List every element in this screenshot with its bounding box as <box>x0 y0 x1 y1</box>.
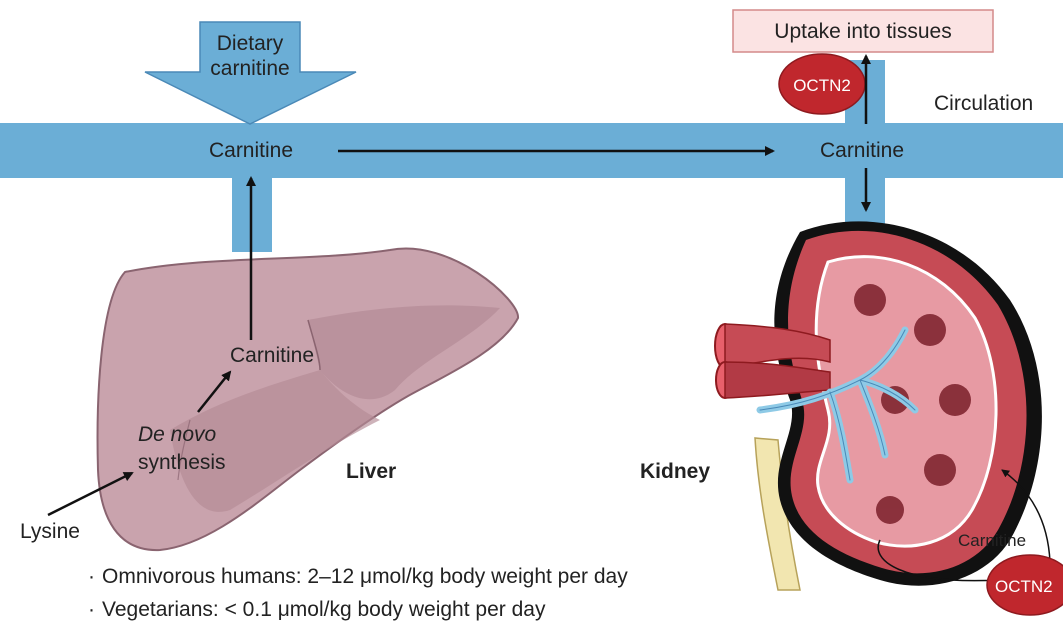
uptake-label: Uptake into tissues <box>774 20 951 43</box>
kidney-carnitine-label: Carnitine <box>958 531 1026 550</box>
de-novo-label: De novo <box>138 423 217 446</box>
note-vegetarians-text: Vegetarians: < 0.1 μmol/kg body weight p… <box>102 598 545 621</box>
liver-illustration <box>98 248 518 550</box>
octn2-bottom-label: OCTN2 <box>995 577 1053 596</box>
bullet-icon: · <box>88 593 102 626</box>
note-omnivorous: ·Omnivorous humans: 2–12 μmol/kg body we… <box>88 560 628 593</box>
kidney-label: Kidney <box>640 460 710 483</box>
circulation-label: Circulation <box>934 92 1033 115</box>
dietary-label-line1: Dietary <box>217 32 284 55</box>
lysine-label: Lysine <box>20 520 80 543</box>
dietary-label-line2: carnitine <box>210 57 289 80</box>
synthesis-label: synthesis <box>138 451 226 474</box>
octn2-top-label: OCTN2 <box>793 76 851 95</box>
bullet-icon: · <box>88 560 102 593</box>
liver-carnitine-label: Carnitine <box>230 344 314 367</box>
carnitine-left-label: Carnitine <box>209 139 293 162</box>
note-vegetarians: ·Vegetarians: < 0.1 μmol/kg body weight … <box>88 593 628 626</box>
carnitine-right-label: Carnitine <box>820 139 904 162</box>
liver-label: Liver <box>346 460 396 483</box>
note-omnivorous-text: Omnivorous humans: 2–12 μmol/kg body wei… <box>102 565 628 588</box>
intake-notes: ·Omnivorous humans: 2–12 μmol/kg body we… <box>88 560 628 626</box>
